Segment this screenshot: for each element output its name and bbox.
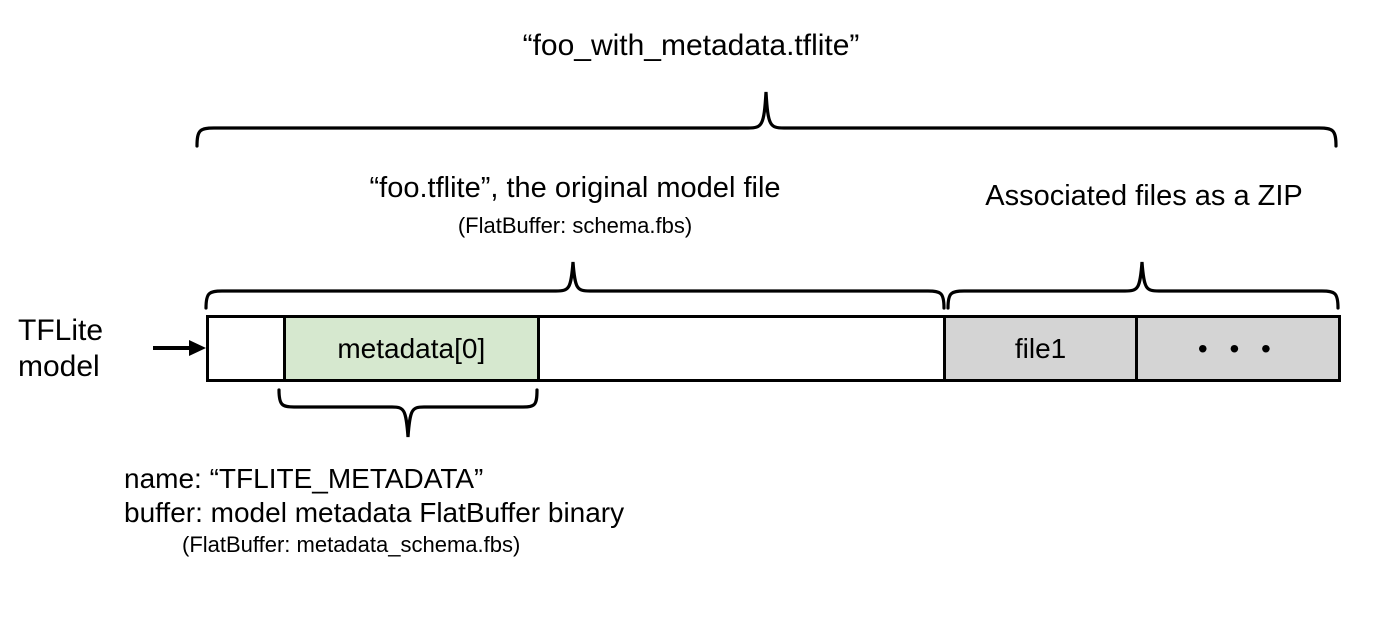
brace-metadata-note [277, 388, 539, 438]
brace-model-file [204, 261, 946, 310]
bar-cell-pad-left [209, 318, 283, 379]
tflite-model-label-line1: TFLite [18, 314, 104, 347]
tflite-model-label: TFLite model [18, 313, 168, 385]
model-section-sublabel: (FlatBuffer: schema.fbs) [457, 213, 693, 238]
metadata-note-buffer: buffer: model metadata FlatBuffer binary [124, 497, 625, 528]
diagram-title: “foo_with_metadata.tflite” [522, 29, 860, 62]
tflite-model-bar: metadata[0] file1 • • • [206, 315, 1341, 382]
metadata-note-schema: (FlatBuffer: metadata_schema.fbs) [182, 532, 521, 557]
bar-cell-more: • • • [1134, 318, 1338, 379]
bar-cell-metadata: metadata[0] [282, 318, 540, 379]
model-section-label: “foo.tflite”, the original model file [369, 172, 781, 204]
metadata-note: name: “TFLITE_METADATA” buffer: model me… [124, 462, 624, 560]
brace-whole-file [195, 91, 1338, 148]
metadata-note-name: name: “TFLITE_METADATA” [124, 463, 484, 494]
zip-section-label: Associated files as a ZIP [985, 180, 1303, 212]
bar-cell-file1: file1 [943, 318, 1135, 379]
bar-cell-model-rest [539, 318, 944, 379]
brace-zip [946, 261, 1340, 310]
tflite-model-label-line2: model [18, 350, 100, 383]
